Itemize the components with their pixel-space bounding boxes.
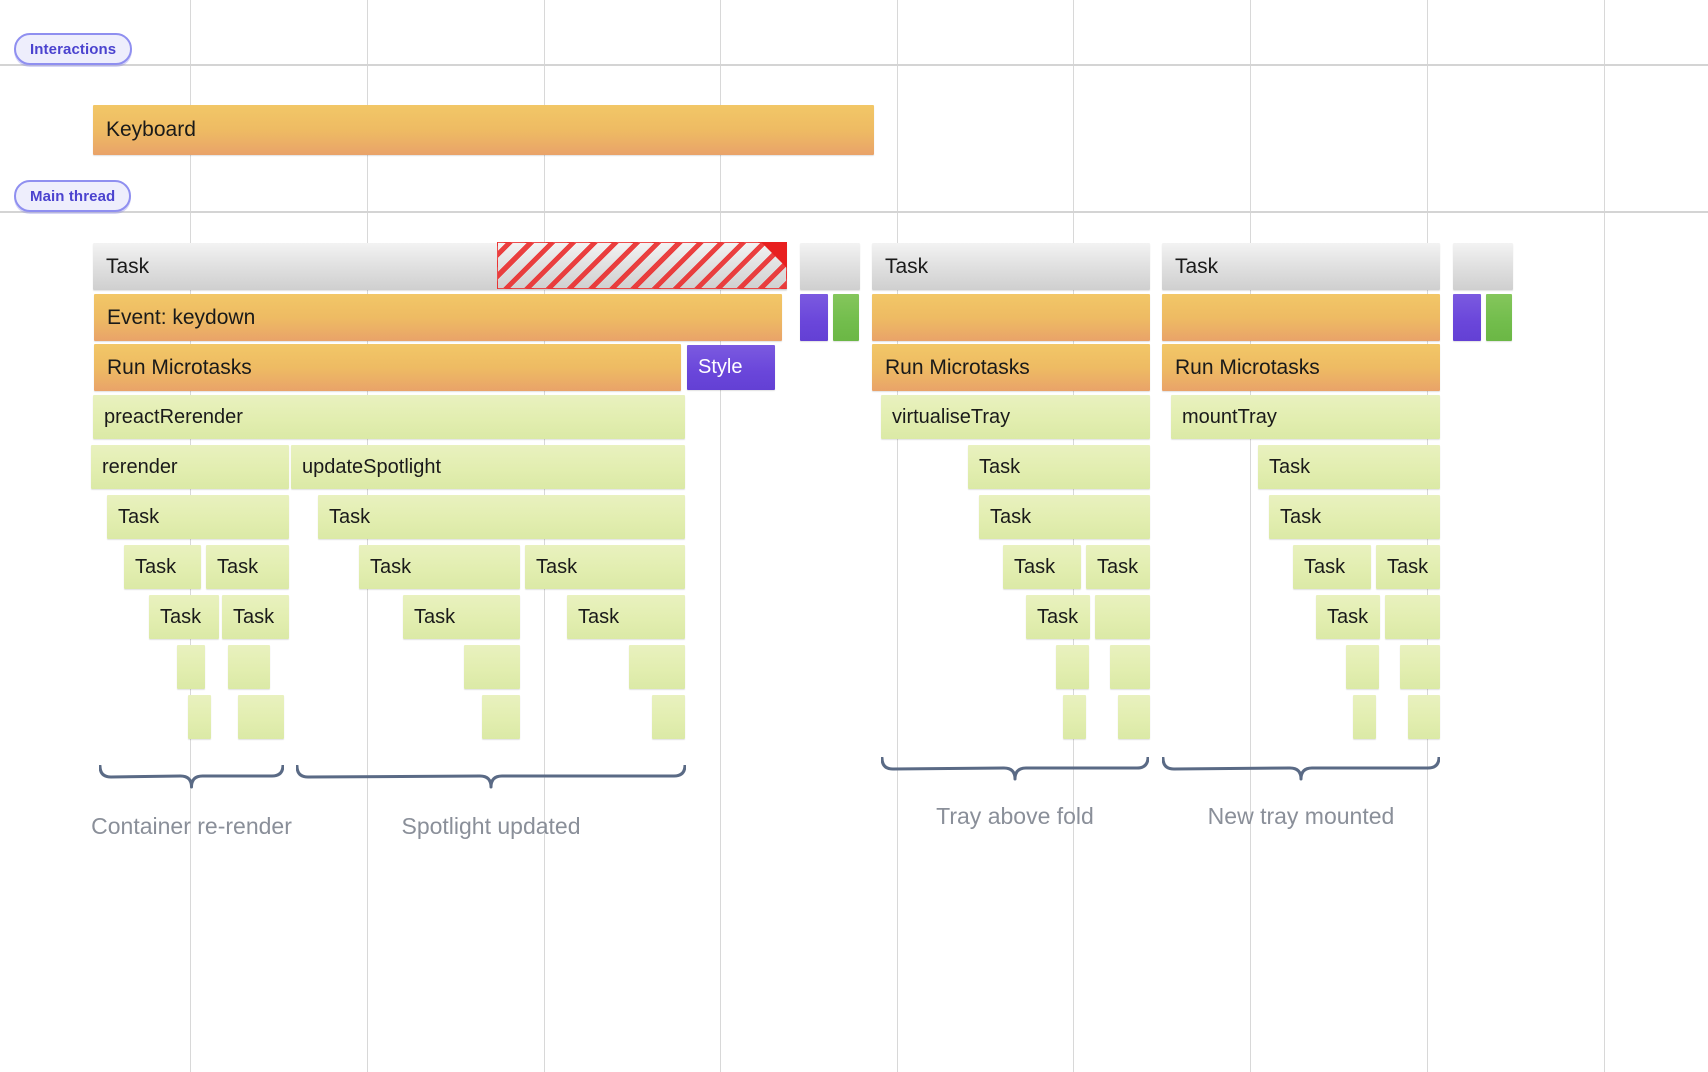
task-bar-3-1-1[interactable]: Task [979,495,1150,539]
task-bar-4-1-1-2[interactable]: Task [1376,545,1440,589]
gridline-4 [897,0,898,1072]
annotation-new-tray-mounted-brace [1162,757,1440,787]
leaf-bar-18[interactable] [1408,695,1440,739]
run-microtasks-bar-3[interactable]: Run Microtasks [1162,344,1440,391]
task-bar-1-1-2-1[interactable]: Task [222,595,289,639]
leaf-bar-5[interactable] [188,695,211,739]
leaf-bar-2[interactable] [228,645,270,689]
keyboard-interaction-bar[interactable]: Keyboard [93,105,874,155]
track-separator-1 [0,211,1708,213]
leaf-bar-1[interactable] [177,645,205,689]
interactions-track[interactable]: Interactions [14,33,133,65]
leaf-bar-11[interactable] [1110,645,1150,689]
task-bar-gap-2[interactable] [1453,243,1513,290]
event-bar-3[interactable] [1162,294,1440,341]
task-bar-1[interactable]: Task [93,243,787,290]
task-bar-1-1-1-1[interactable]: Task [149,595,219,639]
leaf-bar-3[interactable] [464,645,520,689]
leaf-bar-7[interactable] [482,695,520,739]
mount-tray-bar[interactable]: mountTray [1171,395,1440,439]
leaf-bar-13[interactable] [1118,695,1150,739]
leaf-bar-10[interactable] [1056,645,1089,689]
track-separator-0 [0,64,1708,66]
task-bar-1-1-1[interactable]: Task [124,545,201,589]
style-bar[interactable]: Style [687,345,775,390]
task-bar-3-1[interactable]: Task [968,445,1150,489]
annotation-container-re-render-label: Container re-render [91,813,292,839]
leaf-bar-9[interactable] [1095,595,1150,639]
gridline-8 [1604,0,1605,1072]
task-bar-4-1-1-1[interactable]: Task [1293,545,1371,589]
task-bar-2-1-1-1[interactable]: Task [403,595,520,639]
task-bar-4-1[interactable]: Task [1258,445,1440,489]
event-keydown-bar[interactable]: Event: keydown [94,294,782,341]
task-bar-3-1-1-1-1[interactable]: Task [1026,595,1090,639]
paint-block-1[interactable] [833,294,859,341]
task-bar-2-1-2[interactable]: Task [525,545,685,589]
update-spotlight-bar[interactable]: updateSpotlight [291,445,685,489]
annotation-container-re-render-brace [99,765,284,795]
task-bar-1-1-2[interactable]: Task [206,545,289,589]
preact-rerender-bar[interactable]: preactRerender [93,395,685,439]
task-bar-4-1-1[interactable]: Task [1269,495,1440,539]
task-bar-4[interactable]: Task [1162,243,1440,290]
annotation-new-tray-mounted-label: New tray mounted [1207,803,1395,829]
gridline-6 [1250,0,1251,1072]
leaf-bar-6[interactable] [238,695,284,739]
style-block-2[interactable] [1453,294,1481,341]
annotation-spotlight-updated-brace [296,765,686,795]
task-bar-2-1-1[interactable]: Task [359,545,520,589]
task-bar-1-1[interactable]: Task [107,495,289,539]
gridline-3 [720,0,721,1072]
event-bar-2[interactable] [872,294,1150,341]
task-bar-2-1-2-1[interactable]: Task [567,595,685,639]
annotation-tray-above-fold-label: Tray above fold [936,803,1094,829]
run-microtasks-bar-1[interactable]: Run Microtasks [94,344,681,391]
paint-block-2[interactable] [1486,294,1512,341]
run-microtasks-bar-2[interactable]: Run Microtasks [872,344,1150,391]
leaf-bar-17[interactable] [1353,695,1376,739]
virtualise-tray-bar[interactable]: virtualiseTray [881,395,1150,439]
task-bar-2-1[interactable]: Task [318,495,685,539]
task-bar-4-1-1-1-1[interactable]: Task [1316,595,1380,639]
style-block-1[interactable] [800,294,828,341]
annotation-tray-above-fold-brace [881,757,1149,787]
leaf-bar-15[interactable] [1346,645,1379,689]
task-bar-gap-1[interactable] [800,243,860,290]
task-bar-2[interactable]: Task [872,243,1150,290]
annotation-spotlight-updated-label: Spotlight updated [401,813,581,839]
leaf-bar-12[interactable] [1063,695,1086,739]
leaf-bar-16[interactable] [1400,645,1440,689]
task-bar-3-1-1-2[interactable]: Task [1086,545,1150,589]
leaf-bar-4[interactable] [629,645,685,689]
leaf-bar-8[interactable] [652,695,685,739]
rerender-bar[interactable]: rerender [91,445,289,489]
main-thread-track[interactable]: Main thread [14,180,132,212]
task-bar-3-1-1-1[interactable]: Task [1003,545,1081,589]
leaf-bar-14[interactable] [1385,595,1440,639]
